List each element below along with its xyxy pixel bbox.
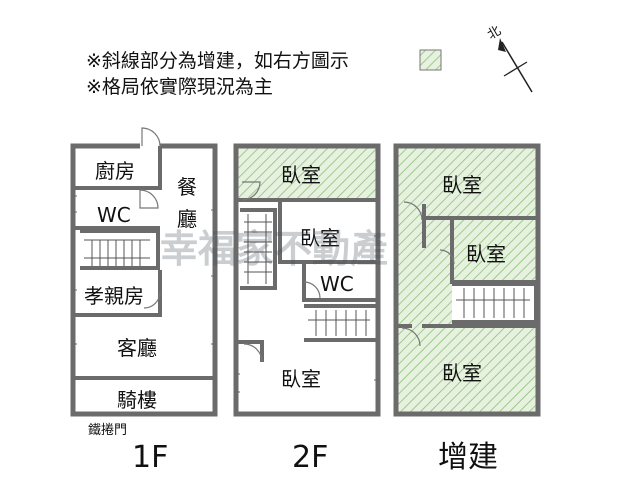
room-ext-bed-mid: 臥室: [466, 242, 506, 266]
room-dining-1: 餐: [177, 175, 197, 199]
room-2f-bed-mid: 臥室: [300, 226, 340, 250]
room-living: 客廳: [117, 336, 157, 360]
floor-plan-2f: 臥室 臥室 WC 臥室 2F: [233, 143, 381, 475]
room-kitchen: 廚房: [95, 159, 135, 183]
floor-plan-1f: 廚房 餐 廳 WC 孝親房 客廳 騎樓 鐵捲門 1F: [70, 127, 218, 475]
room-elder: 孝親房: [84, 284, 144, 308]
room-ext-bed-bottom: 臥室: [442, 361, 482, 385]
north-arrow-icon: 北: [485, 23, 533, 93]
note-layout: ※格局依實際現況為主: [86, 76, 273, 98]
room-arcade: 騎樓: [117, 388, 157, 412]
room-2f-bed-bottom: 臥室: [281, 367, 321, 391]
caption-1f: 1F: [132, 440, 168, 475]
floor-plan-extension: 臥室 臥室 臥室 增建: [393, 143, 541, 475]
hatched-area-2f: [238, 148, 378, 198]
room-wc-1f: WC: [97, 203, 131, 227]
room-2f-wc: WC: [320, 272, 354, 296]
hatch-legend-swatch: [419, 49, 442, 71]
room-2f-bed-top: 臥室: [281, 163, 321, 187]
gate-label: 鐵捲門: [88, 422, 127, 438]
caption-extension: 增建: [438, 440, 498, 475]
room-ext-bed-top: 臥室: [442, 173, 482, 197]
compass-north-label: 北: [485, 23, 504, 42]
note-extension: ※斜線部分為增建，如右方圖示: [86, 50, 349, 72]
room-dining-2: 廳: [177, 207, 197, 231]
watermark-text: 幸福家不動產: [160, 227, 388, 271]
caption-2f: 2F: [292, 440, 328, 475]
